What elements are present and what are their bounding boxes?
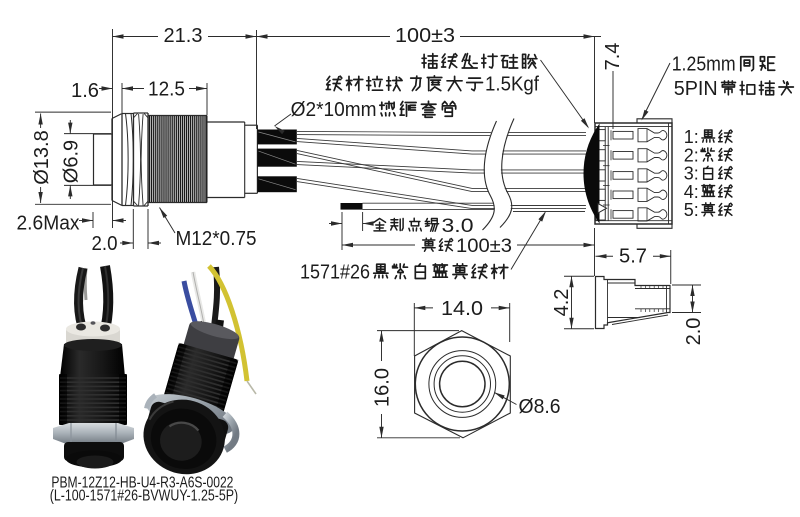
svg-text:1.5Kgf: 1.5Kgf [485, 74, 539, 96]
svg-text:5.7: 5.7 [619, 246, 647, 268]
svg-text:3.0: 3.0 [442, 216, 474, 237]
svg-text:1:: 1: [684, 127, 699, 147]
svg-text:1571#26: 1571#26 [300, 262, 370, 284]
svg-text:M12*0.75: M12*0.75 [176, 228, 257, 250]
svg-text:5PIN: 5PIN [674, 78, 718, 100]
svg-text:21.3: 21.3 [164, 25, 203, 47]
svg-text:14.0: 14.0 [441, 298, 483, 320]
svg-text:4:: 4: [684, 182, 699, 202]
svg-text:100±3: 100±3 [456, 236, 512, 257]
svg-text:4.2: 4.2 [551, 289, 573, 317]
svg-text:16.0: 16.0 [372, 368, 394, 407]
svg-text:Ø2*10mm: Ø2*10mm [291, 99, 377, 121]
svg-text:1.25mm: 1.25mm [672, 54, 736, 76]
svg-text:3:: 3: [684, 164, 699, 184]
svg-text:Ø8.6: Ø8.6 [519, 396, 561, 418]
svg-text:2:: 2: [684, 145, 699, 165]
svg-text:100±3: 100±3 [395, 25, 455, 47]
svg-text:Ø6.9: Ø6.9 [61, 140, 83, 183]
svg-text:1.6: 1.6 [71, 80, 99, 102]
svg-text:2.0: 2.0 [683, 318, 705, 346]
svg-text:2.0: 2.0 [92, 233, 118, 255]
svg-text:PBM-12Z12-HB-U4-R3-A6S-0022: PBM-12Z12-HB-U4-R3-A6S-0022 [51, 474, 233, 491]
svg-text:12.5: 12.5 [148, 79, 185, 101]
svg-text:5:: 5: [684, 200, 699, 220]
svg-text:7.4: 7.4 [602, 43, 624, 71]
svg-text:Ø13.8: Ø13.8 [31, 130, 53, 184]
svg-text:(L-100-1571#26-BVWUY-1.25-5P): (L-100-1571#26-BVWUY-1.25-5P) [50, 488, 239, 505]
svg-text:2.6Max: 2.6Max [17, 213, 80, 235]
